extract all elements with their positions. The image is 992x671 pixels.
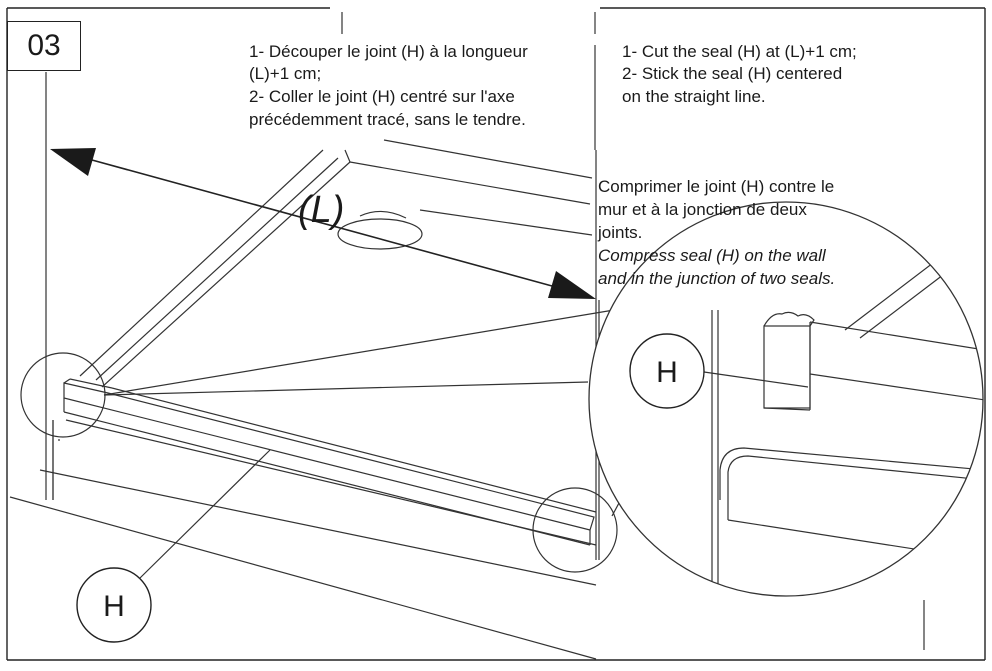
instruction-en-line-3: on the straight line. — [622, 87, 766, 106]
instruction-fr-line-1: 1- Découper le joint (H) à la longueur — [249, 42, 528, 61]
detail-note-en-line-1: Compress seal (H) on the wall — [598, 246, 826, 265]
detail-note-fr-line-3: joints. — [598, 223, 643, 242]
instruction-en-line-1: 1- Cut the seal (H) at (L)+1 cm; — [622, 42, 857, 61]
detail-circles — [20, 307, 627, 573]
callout-h-detail-label: H — [656, 356, 678, 389]
shower-tray-drawing — [9, 139, 597, 660]
length-dimension-arrow — [50, 148, 596, 299]
callout-h-detail: H — [629, 333, 705, 409]
page-frame — [6, 7, 986, 661]
instruction-fr-line-4: précédemment tracé, sans le tendre. — [249, 110, 526, 129]
length-label: (L) — [298, 189, 344, 231]
text-dividers — [341, 12, 596, 150]
instruction-en-line-2: 2- Stick the seal (H) centered — [622, 64, 843, 83]
step-number: 03 — [7, 21, 81, 71]
detail-note-en-line-2: and in the junction of two seals. — [598, 269, 836, 288]
detail-note-fr-line-2: mur et à la jonction de deux — [598, 200, 807, 219]
seal-strip — [63, 378, 597, 546]
instruction-fr-line-2: (L)+1 cm; — [249, 64, 322, 83]
callout-leaders — [139, 371, 809, 579]
instruction-fr-line-3: 2- Coller le joint (H) centré sur l'axe — [249, 87, 515, 106]
detail-note-fr-line-1: Comprimer le joint (H) contre le — [598, 177, 835, 196]
callout-h-main: H — [76, 567, 152, 643]
callout-h-main-label: H — [103, 590, 125, 623]
magnified-detail — [588, 201, 984, 597]
